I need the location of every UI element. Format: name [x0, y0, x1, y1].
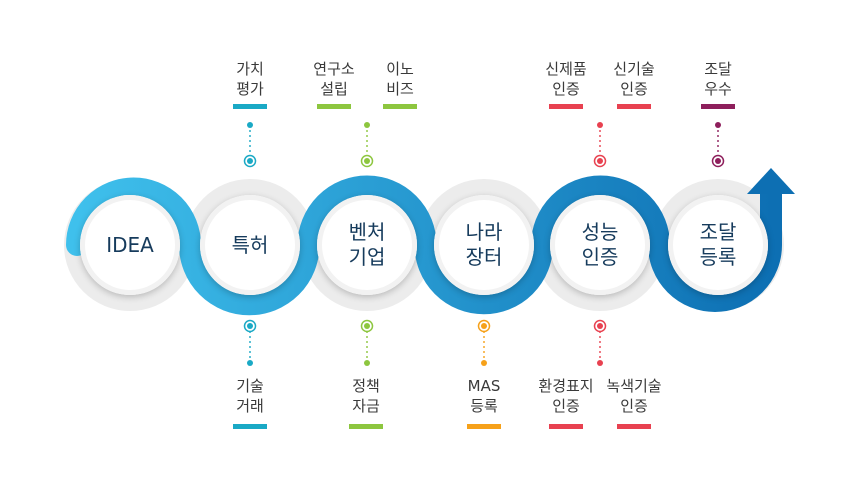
- milestone-text: 조달: [704, 60, 732, 78]
- milestone-text: 우수: [704, 80, 732, 98]
- connector-target-dot: [364, 158, 370, 164]
- connector-target-dot: [247, 323, 253, 329]
- stage-label: 장터: [465, 245, 503, 269]
- milestone-text: 거래: [236, 397, 264, 415]
- milestone-text: 평가: [236, 80, 264, 98]
- stage-label: 벤처: [348, 220, 386, 244]
- milestone-text: 녹색기술: [606, 377, 662, 395]
- milestone-color-bar: [549, 104, 583, 109]
- milestone-text: 인증: [620, 80, 648, 98]
- milestone-text: 인증: [620, 397, 648, 415]
- milestone-text: 인증: [552, 397, 580, 415]
- milestone-text: 이노: [386, 60, 414, 78]
- milestone-text: 설립: [320, 80, 348, 98]
- connector-target-dot: [247, 158, 253, 164]
- flow-ribbon: [66, 168, 795, 316]
- stage-label: 조달: [699, 220, 737, 244]
- milestone-color-bar: [349, 424, 383, 429]
- milestone-color-bar: [549, 424, 583, 429]
- connector-dot: [597, 122, 603, 128]
- connector-target-dot: [481, 323, 487, 329]
- connector-lines: [243, 122, 725, 366]
- milestone-text: 비즈: [386, 80, 414, 98]
- milestone-color-bar: [701, 104, 735, 109]
- milestone-text: 인증: [552, 80, 580, 98]
- stage-label: 성능: [581, 220, 619, 244]
- stage-label: 등록: [699, 245, 737, 269]
- stage-label: 나라: [465, 220, 503, 244]
- ribbon-arrowhead: [747, 168, 795, 194]
- milestone-text: 기술: [236, 377, 264, 395]
- stage-label: 인증: [581, 245, 619, 269]
- stage-label: 특허: [231, 232, 269, 257]
- stage-label: IDEA: [106, 232, 154, 257]
- connector-target-dot: [364, 323, 370, 329]
- milestone-text: 정책: [352, 377, 380, 395]
- milestone-text: 자금: [352, 397, 380, 415]
- connector-dot: [364, 360, 370, 366]
- milestone-color-bar: [467, 424, 501, 429]
- stage-node-idea: IDEA: [80, 195, 180, 295]
- connector-target-dot: [597, 158, 603, 164]
- stage-label: 기업: [348, 245, 386, 269]
- milestone-text: 환경표지: [538, 377, 594, 395]
- connector-target-dot: [597, 323, 603, 329]
- milestone-color-bar: [317, 104, 351, 109]
- connector-dot: [247, 360, 253, 366]
- milestone-color-bar: [617, 104, 651, 109]
- milestone-text: 신제품: [545, 60, 587, 78]
- milestone-text: MAS: [467, 377, 501, 395]
- ribbon-path: [66, 175, 782, 316]
- milestone-color-bar: [383, 104, 417, 109]
- milestone-color-bar: [233, 104, 267, 109]
- connector-dot: [597, 360, 603, 366]
- milestone-mas-reg: MAS 등록: [439, 376, 529, 416]
- connector-dot: [715, 122, 721, 128]
- connector-dot: [364, 122, 370, 128]
- milestone-text: 신기술: [613, 60, 655, 78]
- milestone-text: 연구소: [313, 60, 355, 78]
- connector-target-dot: [715, 158, 721, 164]
- connector-dot: [481, 360, 487, 366]
- milestone-text: 등록: [470, 397, 498, 415]
- milestone-text: 가치: [236, 60, 264, 78]
- milestone-color-bar: [233, 424, 267, 429]
- milestone-color-bar: [617, 424, 651, 429]
- stage-node-patent: 특허: [200, 195, 300, 295]
- connector-dot: [247, 122, 253, 128]
